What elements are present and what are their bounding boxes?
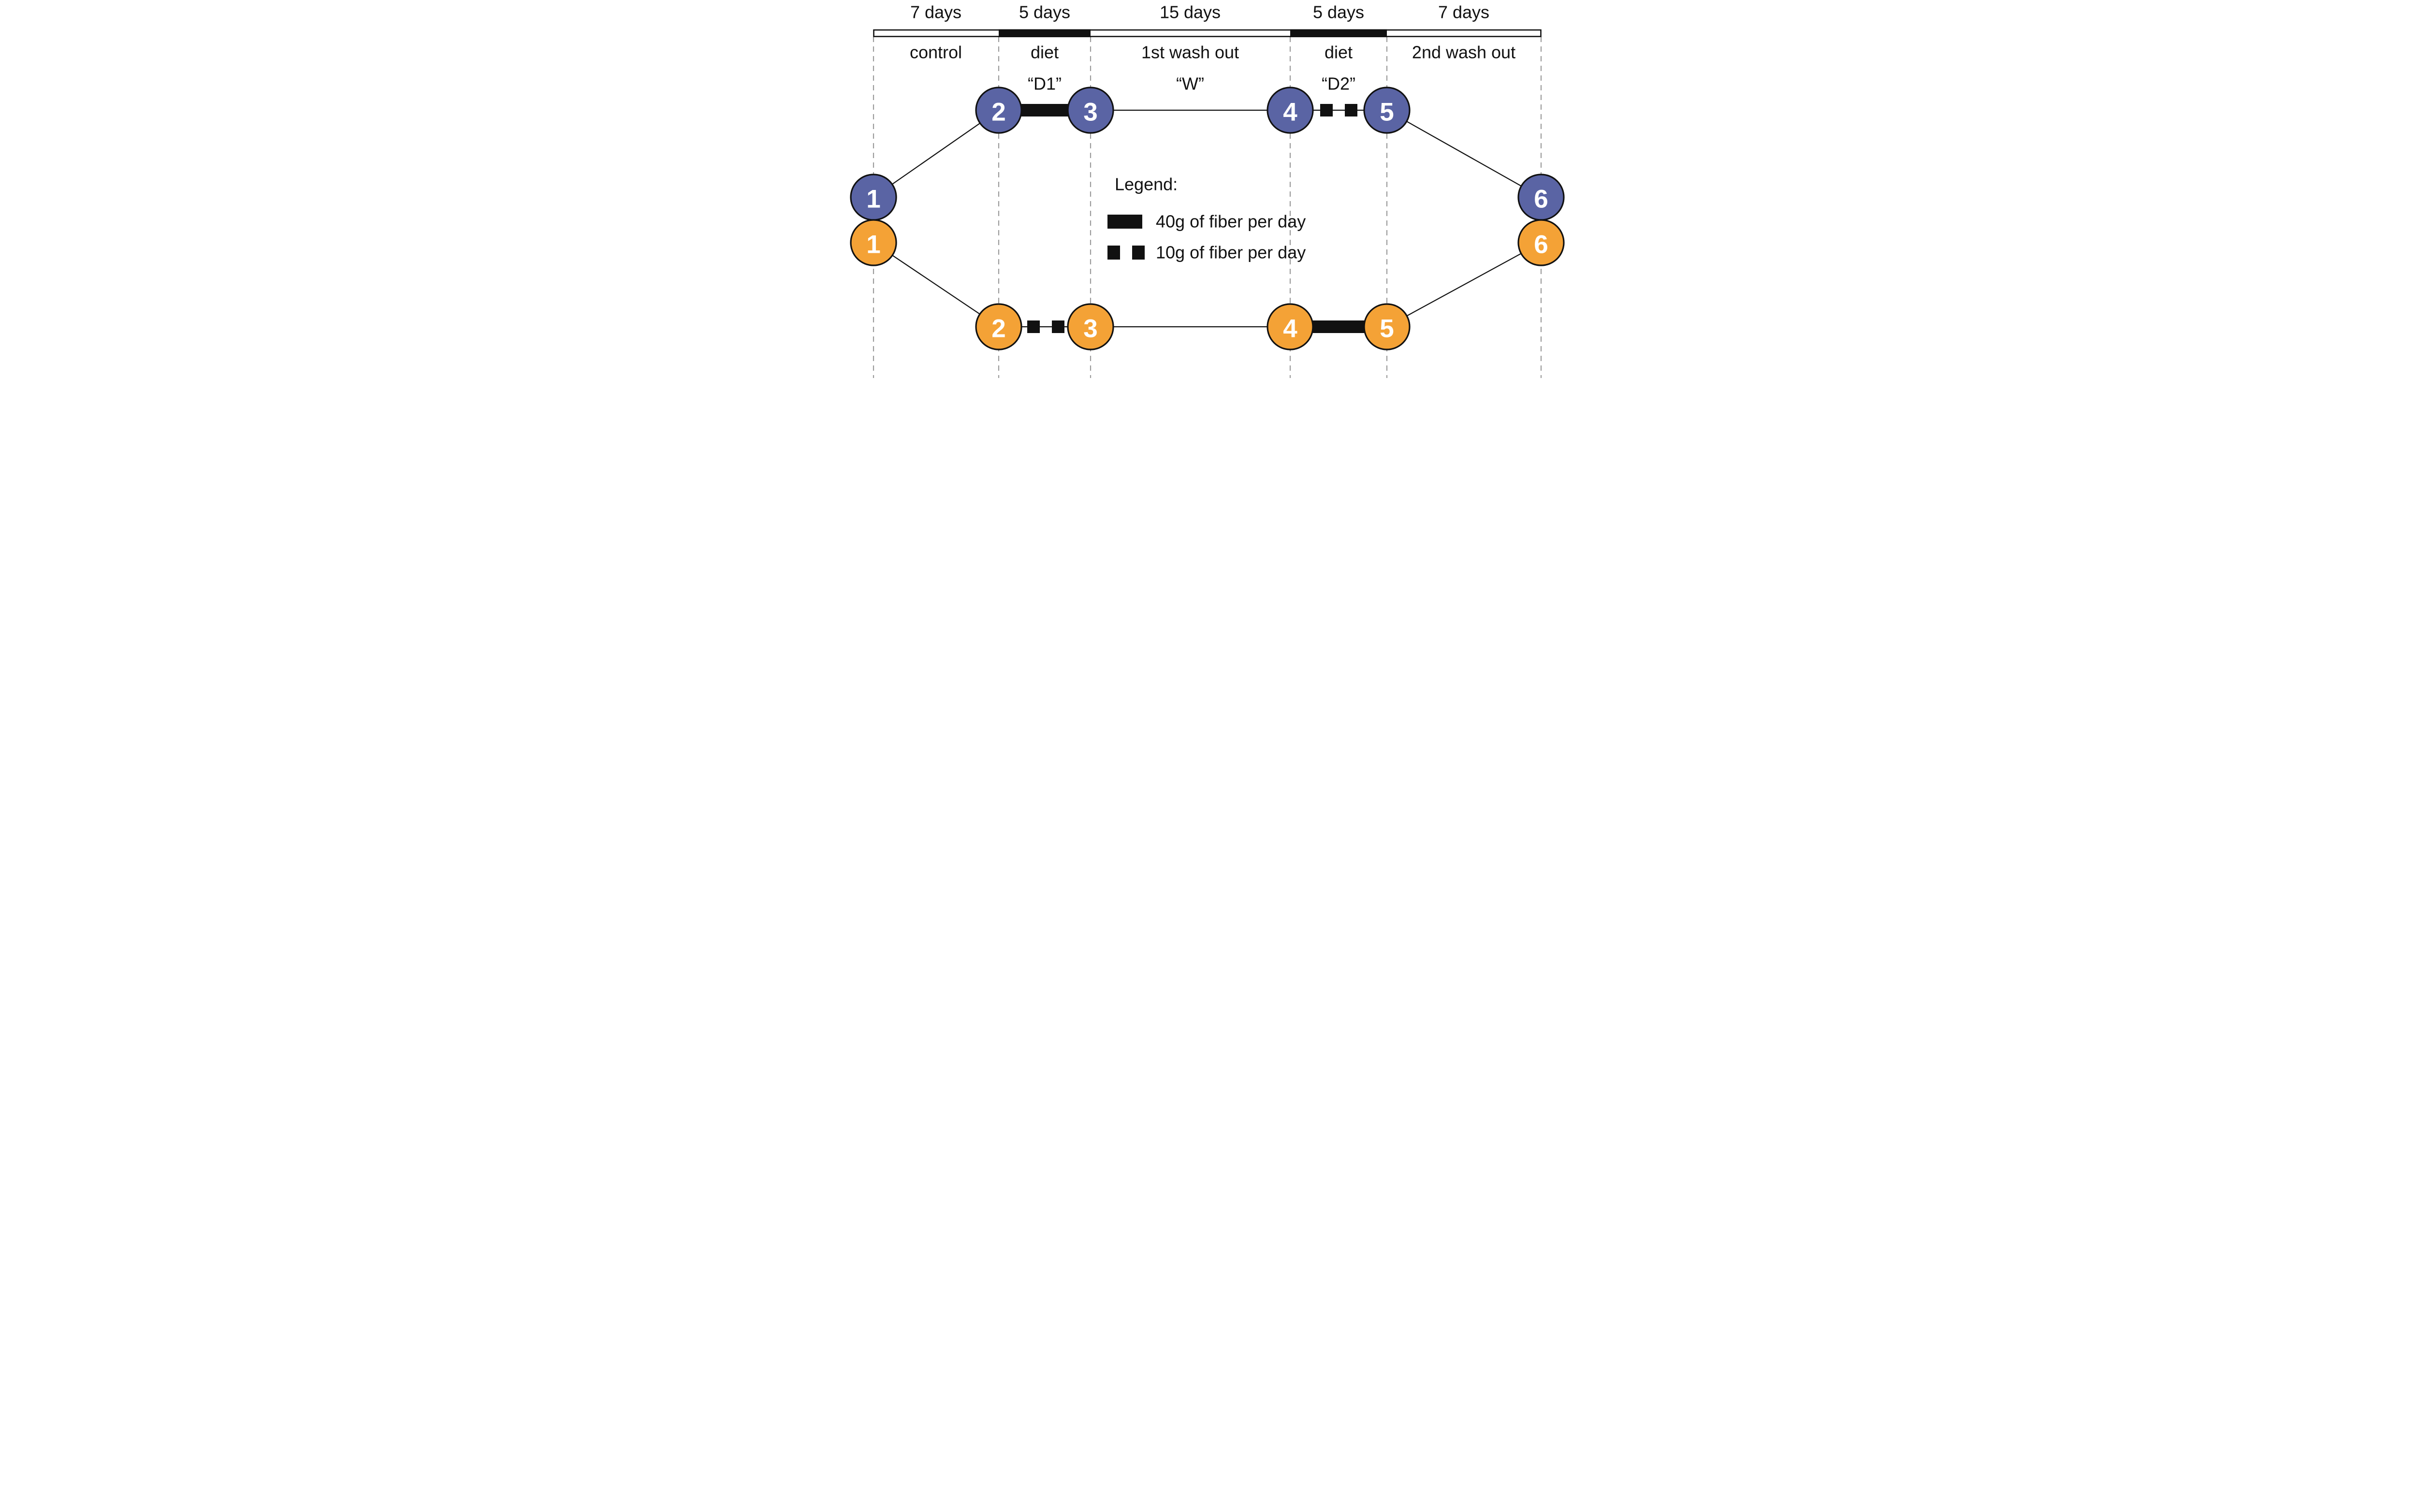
duration-label-control: 7 days: [910, 2, 961, 22]
orange-node-6: [1517, 219, 1565, 266]
legend-10g-swatch-square-1: [1107, 246, 1120, 260]
segment-labels: control diet 1st wash out diet 2nd wash …: [910, 43, 1515, 62]
legend-title: Legend:: [1115, 174, 1178, 194]
orange-node-1-number: 1: [866, 231, 880, 259]
duration-label-washout2: 7 days: [1438, 2, 1489, 22]
code-label-d1: “D1”: [1028, 74, 1062, 94]
segment-label-diet2: diet: [1325, 43, 1353, 62]
legend-10g-label: 10g of fiber per day: [1156, 243, 1306, 262]
legend-40g-label: 40g of fiber per day: [1156, 212, 1306, 232]
legend-10g-swatch-square-2: [1132, 246, 1145, 260]
segment-label-washout1: 1st wash out: [1141, 43, 1239, 62]
code-label-w: “W”: [1176, 74, 1204, 94]
blue-40g-fiber-bar: [1021, 104, 1068, 116]
timeline-bar: [873, 29, 1542, 37]
segment-label-washout2: 2nd wash out: [1412, 43, 1515, 62]
blue-node-3-number: 3: [1083, 98, 1097, 127]
legend-40g-swatch: [1107, 215, 1142, 229]
blue-10g-fiber-square-1: [1320, 104, 1333, 116]
blue-arm: 1 2 3 4 5 6: [850, 87, 1565, 221]
orange-node-3-number: 3: [1083, 315, 1097, 343]
timeline-bar-track: [873, 29, 1542, 37]
blue-connector-1-2: [873, 110, 999, 198]
blue-node-2: [975, 87, 1022, 134]
duration-label-diet1: 5 days: [1019, 2, 1070, 22]
orange-connector-1-2: [873, 242, 999, 327]
blue-node-3: [1067, 87, 1114, 134]
orange-40g-fiber-bar: [1313, 320, 1364, 333]
orange-node-6-number: 6: [1534, 231, 1548, 259]
timeline-diet2-segment: [1290, 29, 1387, 37]
segment-label-control: control: [910, 43, 962, 62]
orange-node-4-number: 4: [1283, 315, 1297, 343]
code-label-d2: “D2”: [1322, 74, 1355, 94]
timeline-diet1-segment: [999, 29, 1091, 37]
blue-node-5: [1363, 87, 1411, 134]
blue-node-4-number: 4: [1283, 98, 1297, 127]
duration-label-washout1: 15 days: [1160, 2, 1221, 22]
orange-connector-5-6: [1386, 242, 1542, 327]
figure-canvas: 7 days 5 days 15 days 5 days 7 days cont…: [850, 2, 1565, 378]
blue-10g-fiber-square-2: [1345, 104, 1357, 116]
orange-arm: 1 2 3 4 5 6: [850, 219, 1565, 350]
orange-node-5: [1363, 303, 1411, 350]
orange-node-4: [1267, 303, 1314, 350]
blue-node-1-number: 1: [866, 185, 880, 214]
orange-node-1: [850, 219, 897, 266]
segment-label-diet1: diet: [1031, 43, 1059, 62]
blue-node-6-number: 6: [1534, 185, 1548, 214]
period-code-labels: “D1” “W” “D2”: [1028, 74, 1355, 94]
blue-connector-5-6: [1386, 110, 1542, 198]
duration-labels: 7 days 5 days 15 days 5 days 7 days: [910, 2, 1489, 22]
orange-10g-fiber-square-1: [1027, 320, 1040, 333]
orange-node-5-number: 5: [1380, 315, 1394, 343]
orange-node-3: [1067, 303, 1114, 350]
blue-node-4: [1267, 87, 1314, 134]
duration-label-diet2: 5 days: [1313, 2, 1364, 22]
blue-node-5-number: 5: [1380, 98, 1394, 127]
blue-node-2-number: 2: [991, 98, 1005, 127]
study-design-figure: 7 days 5 days 15 days 5 days 7 days cont…: [848, 0, 1569, 378]
legend: Legend: 40g of fiber per day 10g of fibe…: [1107, 174, 1306, 262]
orange-10g-fiber-square-2: [1052, 320, 1064, 333]
orange-node-2-number: 2: [991, 315, 1005, 343]
orange-node-2: [975, 303, 1022, 350]
